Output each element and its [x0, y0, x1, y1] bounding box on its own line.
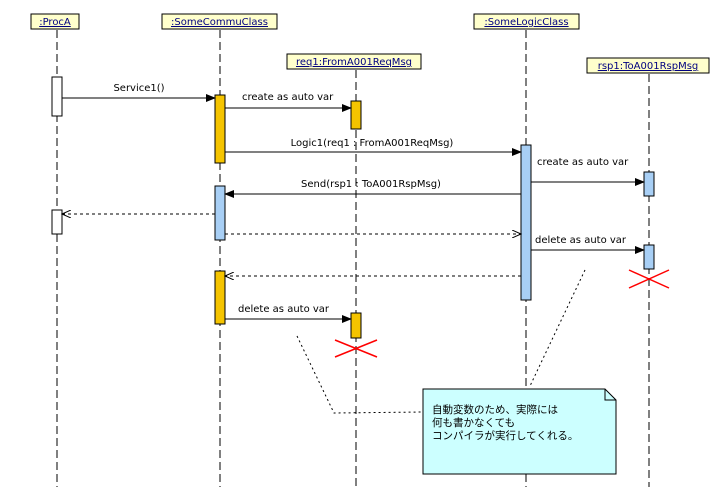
activation-procA-2 — [51, 209, 63, 235]
message-label: create as auto var — [537, 157, 629, 168]
participant-req1[interactable]: req1:FromA001ReqMsg — [286, 53, 422, 70]
activation-req1-2 — [350, 312, 362, 339]
participant-commu[interactable]: :SomeCommuClass — [161, 13, 278, 30]
activation-commu-2 — [214, 185, 226, 241]
message-label: create as auto var — [242, 92, 334, 103]
destroy-req1-mark — [334, 339, 378, 358]
message-label: delete as auto var — [535, 235, 627, 246]
message-delete-rsp1[interactable]: delete as auto var — [531, 235, 645, 254]
activation-rsp1-2 — [643, 244, 655, 270]
destroy-rsp1-mark — [628, 269, 670, 289]
message-logic1[interactable]: Logic1(req1 : FromA001ReqMsg) — [225, 138, 522, 156]
participant-label: :SomeCommuClass — [171, 17, 268, 28]
note-line-2: 何も書かなくても — [432, 416, 515, 429]
message-label: delete as auto var — [238, 304, 330, 315]
message-create-rsp1[interactable]: create as auto var — [531, 157, 645, 186]
activation-logic — [520, 144, 532, 301]
message-label: Service1() — [113, 83, 164, 94]
participant-label: req1:FromA001ReqMsg — [296, 57, 412, 68]
activation-procA-1 — [51, 76, 63, 117]
note[interactable]: 自動変数のため、実際には 何も書かなくても コンパイラが実行してくれる。 — [422, 388, 617, 475]
participant-procA[interactable]: :ProcA — [30, 13, 80, 30]
message-label: Send(rsp1 : ToA001RspMsg) — [301, 179, 441, 190]
participant-logic[interactable]: :SomeLogicClass — [473, 13, 580, 30]
note-line-1: 自動変数のため、実際には — [432, 403, 558, 416]
participant-label: :SomeLogicClass — [484, 17, 568, 28]
participant-label: rsp1:ToA001RspMsg — [598, 61, 699, 72]
activation-commu-1 — [214, 94, 226, 164]
note-line-3: コンパイラが実行してくれる。 — [432, 429, 578, 442]
activation-commu-3 — [214, 270, 226, 325]
message-label: Logic1(req1 : FromA001ReqMsg) — [291, 138, 454, 149]
participant-rsp1[interactable]: rsp1:ToA001RspMsg — [586, 57, 710, 74]
note-connectors — [296, 269, 586, 414]
message-service1[interactable]: Service1() — [62, 83, 216, 102]
activation-req1-1 — [350, 100, 362, 130]
activation-rsp1-1 — [643, 171, 655, 197]
participant-label: :ProcA — [39, 17, 71, 28]
message-send[interactable]: Send(rsp1 : ToA001RspMsg) — [224, 179, 521, 198]
message-create-req1[interactable]: create as auto var — [225, 92, 352, 112]
message-delete-req1[interactable]: delete as auto var — [225, 304, 352, 323]
